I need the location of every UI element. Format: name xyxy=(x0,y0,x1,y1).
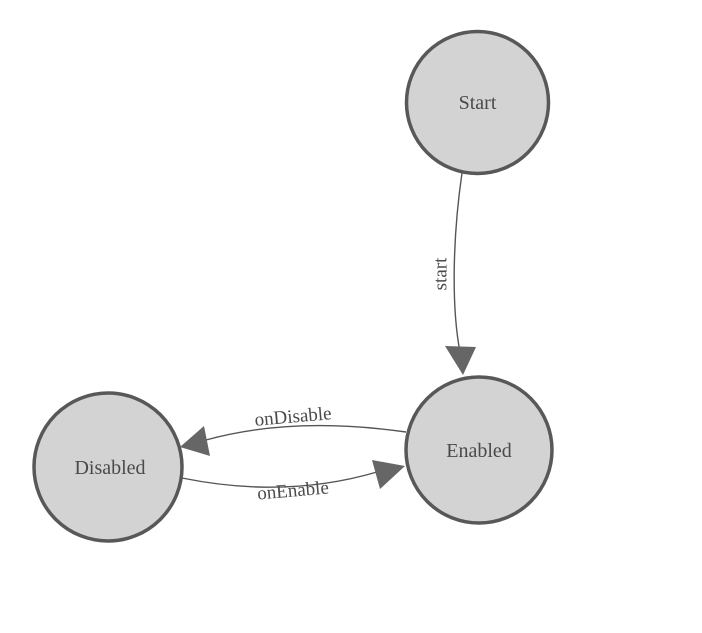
edge-start-label: start xyxy=(431,257,452,290)
state-node-disabled-label: Disabled xyxy=(74,457,145,479)
edge-ondisable-line xyxy=(205,424,407,441)
edge-start-arrowhead-icon xyxy=(445,346,476,375)
state-node-start[interactable]: Start xyxy=(404,29,551,176)
state-node-enabled-circle xyxy=(404,375,554,525)
state-node-disabled[interactable]: Disabled xyxy=(32,391,184,543)
edge-ondisable[interactable]: onDisable xyxy=(180,403,407,456)
state-node-enabled[interactable]: Enabled xyxy=(404,375,554,525)
edge-onenable[interactable]: onEnable xyxy=(181,460,405,505)
edge-start[interactable]: start xyxy=(431,172,477,375)
edge-ondisable-arrowhead-icon xyxy=(180,426,210,456)
state-node-enabled-label: Enabled xyxy=(446,440,512,462)
edge-onenable-label: onEnable xyxy=(256,477,329,504)
state-node-disabled-circle xyxy=(32,391,184,543)
state-node-start-circle xyxy=(404,29,551,176)
edge-start-line xyxy=(453,172,463,353)
state-node-start-label: Start xyxy=(459,92,497,114)
edge-ondisable-label: onDisable xyxy=(254,403,333,431)
edge-onenable-arrowhead-icon xyxy=(372,460,405,489)
edge-onenable-line xyxy=(181,471,378,488)
